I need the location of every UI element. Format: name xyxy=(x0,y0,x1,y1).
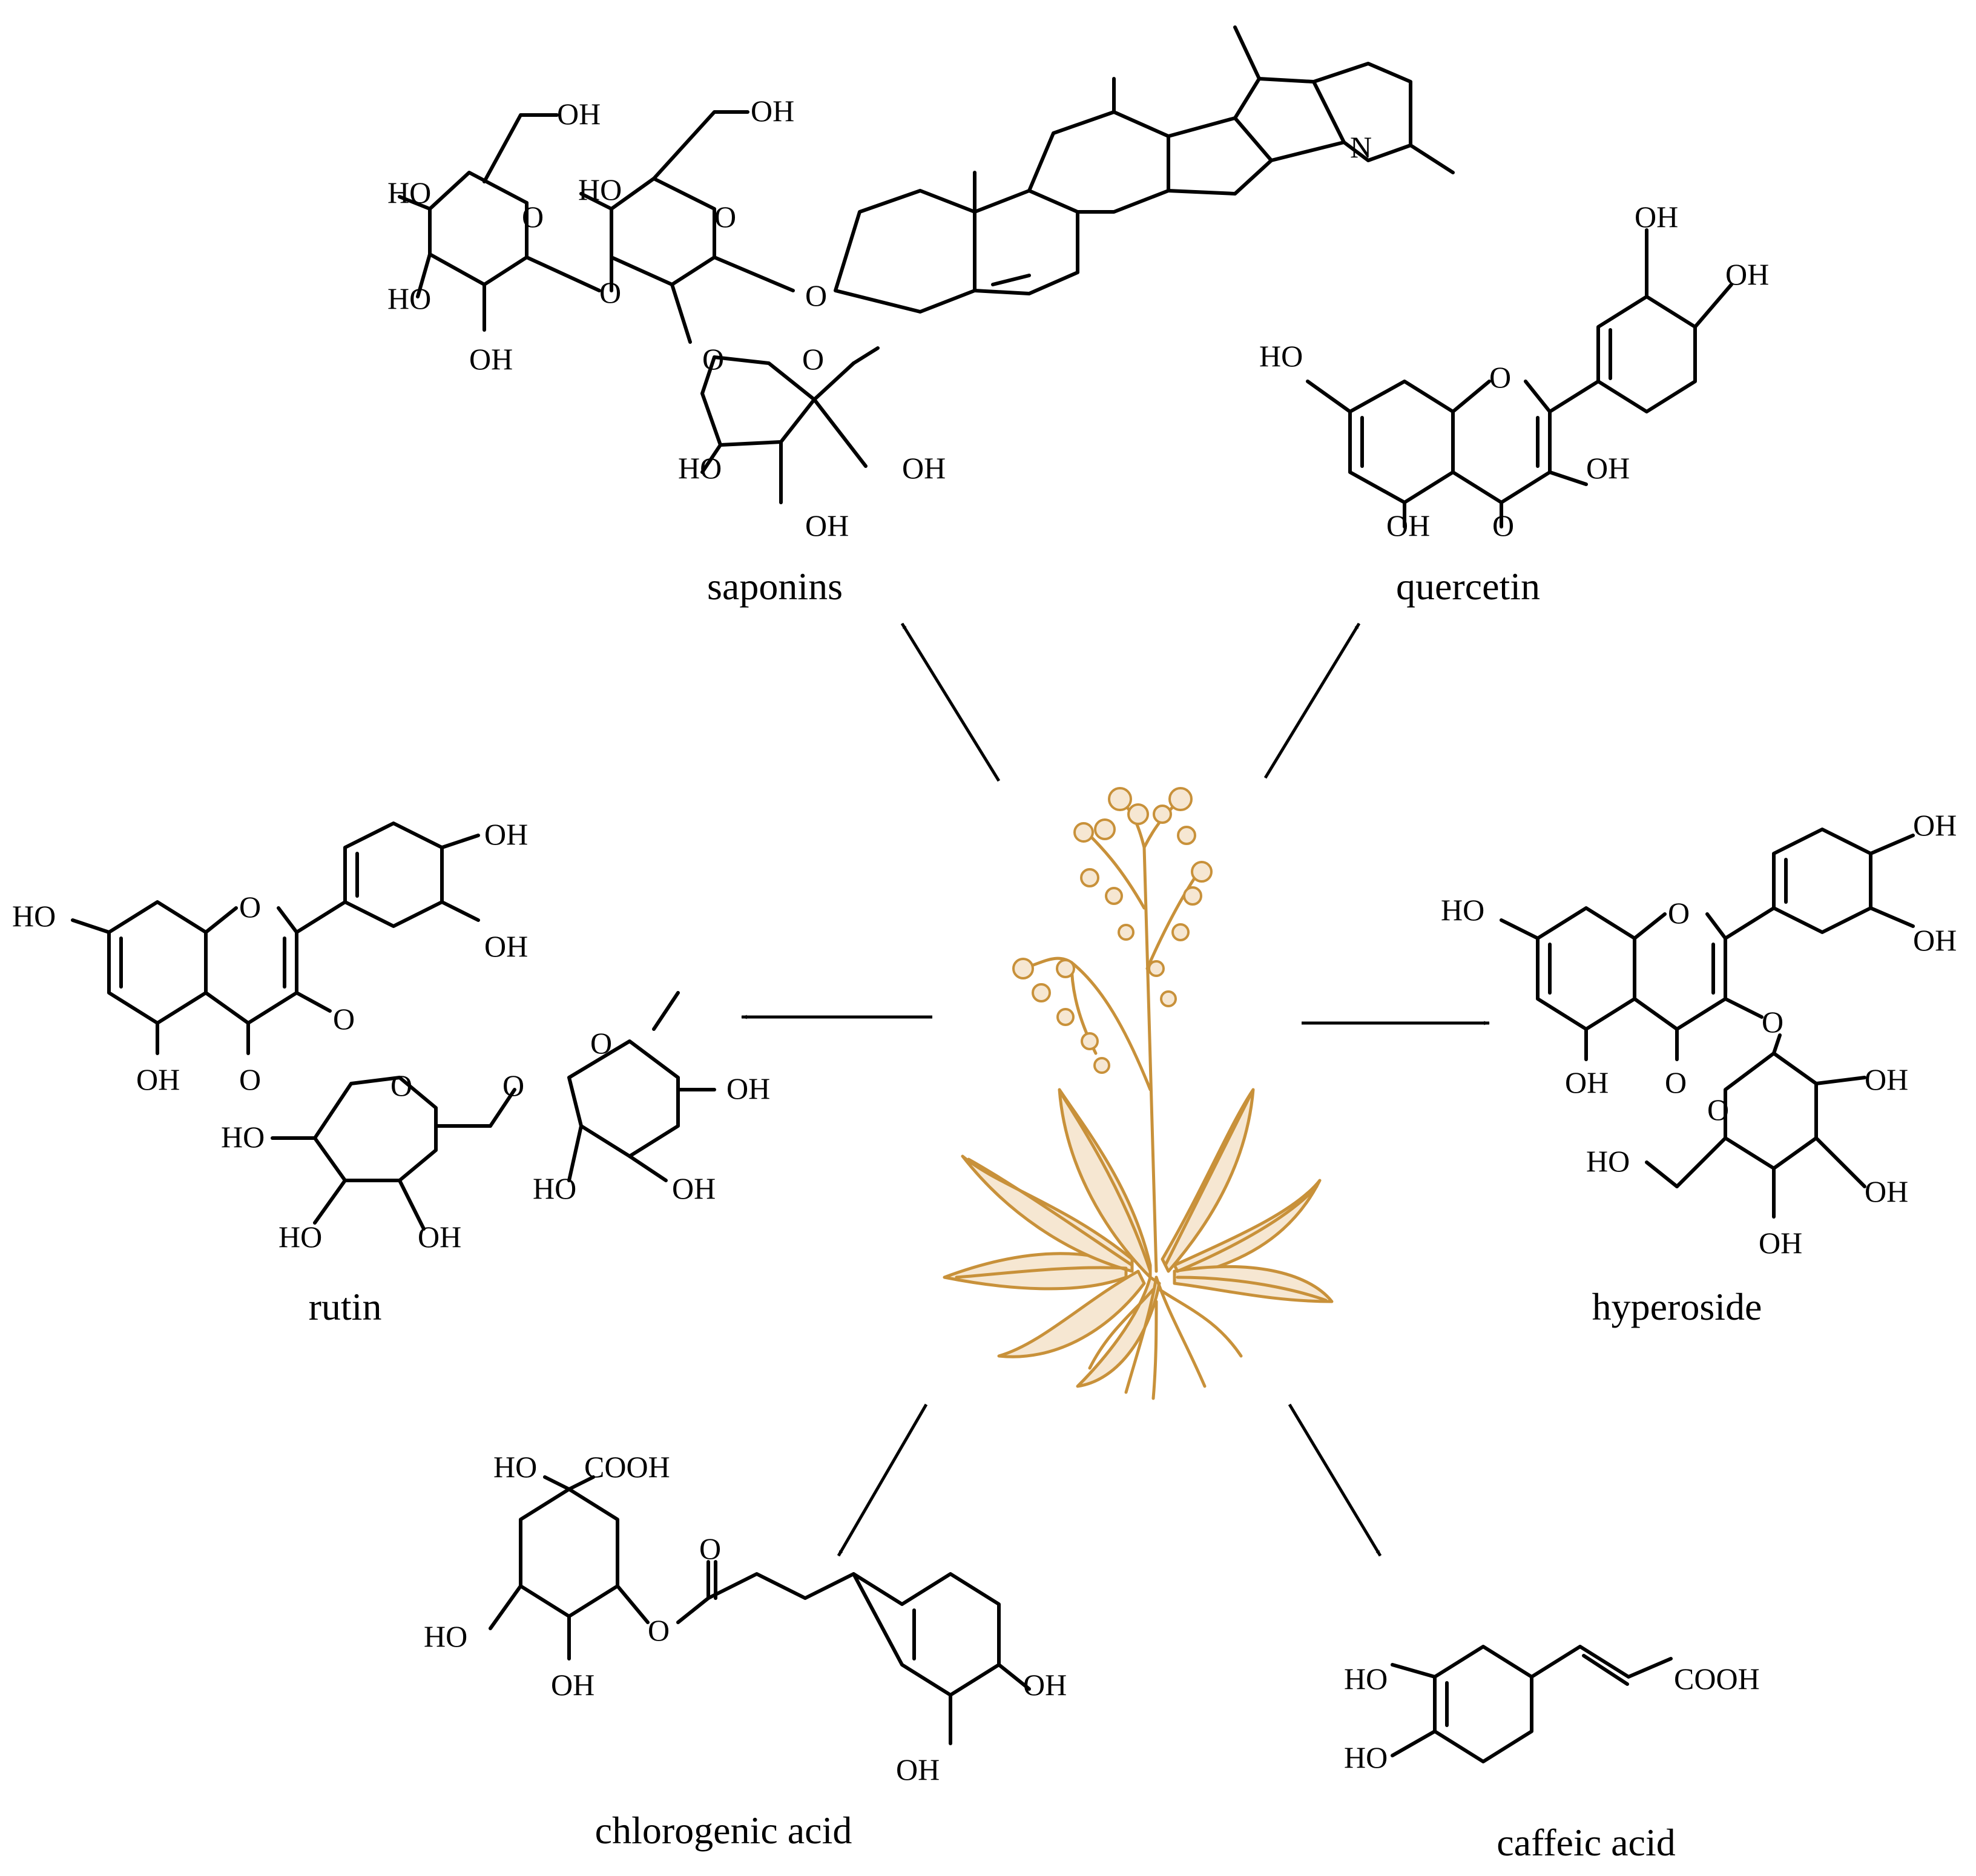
arrow-to-caffeic-acid xyxy=(1288,1403,1382,1557)
chlorogenic-acid-atoms: HO COOH O O HO OH OH OH xyxy=(424,1450,1067,1786)
compound-name-chlorogenic-acid: chlorogenic acid xyxy=(595,1809,852,1852)
atom-label: O xyxy=(502,1068,524,1102)
atom-label: HO xyxy=(1441,893,1484,927)
atom-label: HO xyxy=(278,1220,322,1254)
atom-label: HO xyxy=(678,451,722,485)
atom-label: OH xyxy=(418,1220,461,1254)
caffeic-acid-structure xyxy=(1391,1645,1673,1763)
atom-label: OH xyxy=(672,1171,716,1205)
atom-label: O xyxy=(239,1062,261,1096)
atom-label: HO xyxy=(578,173,622,206)
atom-label: O xyxy=(702,342,724,376)
atom-label: O xyxy=(1665,1065,1687,1099)
atom-label: HO xyxy=(221,1120,265,1154)
atom-label: O xyxy=(239,890,261,924)
atom-label: N xyxy=(1350,130,1372,164)
quercetin-atoms: OH OH HO O OH OH O xyxy=(1259,200,1769,542)
atom-label: OH xyxy=(902,451,946,485)
atom-label: OH xyxy=(1725,257,1769,291)
atom-label: OH xyxy=(136,1062,180,1096)
saponins-atoms: OH HO O HO O OH OH HO O O O O HO OH OH N xyxy=(387,94,1372,542)
atom-label: O xyxy=(648,1613,670,1647)
atom-label: OH xyxy=(751,94,794,128)
atom-label: OH xyxy=(1635,200,1678,234)
atom-label: OH xyxy=(1865,1062,1908,1096)
arrows xyxy=(741,622,1490,1557)
atom-label: HO xyxy=(1259,339,1303,373)
atom-label: O xyxy=(390,1068,412,1102)
compound-name-hyperoside: hyperoside xyxy=(1592,1285,1762,1328)
atom-label: O xyxy=(1668,896,1690,930)
caffeic-acid-atoms: HO COOH HO xyxy=(1344,1662,1760,1774)
compound-name-quercetin: quercetin xyxy=(1396,565,1540,608)
atom-label: HO xyxy=(424,1619,467,1653)
atom-label: OH xyxy=(805,508,849,542)
saponins-structure xyxy=(398,25,1455,504)
atom-label: HO xyxy=(1344,1740,1388,1774)
atom-label: OH xyxy=(484,817,528,851)
atom-label: OH xyxy=(1386,508,1430,542)
hyperoside-structure xyxy=(1500,828,1915,1219)
atom-label: HO xyxy=(387,176,431,209)
atom-label: O xyxy=(699,1532,721,1565)
atom-label: O xyxy=(714,200,736,234)
atom-label: O xyxy=(1492,508,1514,542)
compound-name-saponins: saponins xyxy=(707,565,843,608)
atom-label: OH xyxy=(1023,1668,1067,1702)
atom-label: OH xyxy=(469,342,513,376)
atom-label: OH xyxy=(484,929,528,963)
rutin-structure xyxy=(71,821,716,1231)
atom-label: HO xyxy=(1586,1144,1630,1178)
atom-label: O xyxy=(802,342,824,376)
atom-label: OH xyxy=(1759,1226,1802,1260)
atom-label: HO xyxy=(12,899,56,933)
atom-label: OH xyxy=(557,97,601,131)
atom-label: OH xyxy=(726,1071,770,1105)
atom-label: O xyxy=(333,1002,355,1036)
atom-label: O xyxy=(590,1026,612,1060)
arrow-to-quercetin xyxy=(1263,622,1361,779)
plant-illustration-icon xyxy=(943,787,1334,1400)
rutin-atoms: OH OH HO O O OH O O HO O O OH HO OH HO O… xyxy=(12,817,770,1254)
hyperoside-atoms: OH OH HO O O OH O OH O HO OH OH xyxy=(1441,808,1957,1260)
atom-label: HO xyxy=(387,281,431,315)
atom-label: COOH xyxy=(1674,1662,1760,1696)
atom-label: HO xyxy=(1344,1662,1388,1696)
atom-label: COOH xyxy=(584,1450,670,1484)
atom-label: HO xyxy=(533,1171,576,1205)
atom-label: HO xyxy=(493,1450,537,1484)
atom-label: O xyxy=(599,275,621,309)
arrow-to-saponins xyxy=(900,622,1001,782)
atom-label: OH xyxy=(1865,1174,1908,1208)
atom-label: O xyxy=(1762,1005,1783,1039)
atom-label: OH xyxy=(1565,1065,1609,1099)
arrow-to-chlorogenic-acid xyxy=(837,1403,928,1557)
atom-label: O xyxy=(1489,360,1511,394)
chlorogenic-acid-structure xyxy=(489,1475,1031,1745)
compound-name-caffeic-acid: caffeic acid xyxy=(1497,1821,1675,1864)
quercetin-structure xyxy=(1306,228,1733,528)
atom-label: O xyxy=(522,200,544,234)
atom-label: OH xyxy=(1586,451,1630,485)
atom-label: O xyxy=(1707,1093,1729,1127)
atom-label: OH xyxy=(551,1668,594,1702)
atom-label: OH xyxy=(1913,923,1957,957)
atom-label: O xyxy=(805,278,827,312)
atom-label: OH xyxy=(1913,808,1957,842)
atom-label: OH xyxy=(896,1753,940,1786)
compound-name-rutin: rutin xyxy=(309,1285,382,1328)
